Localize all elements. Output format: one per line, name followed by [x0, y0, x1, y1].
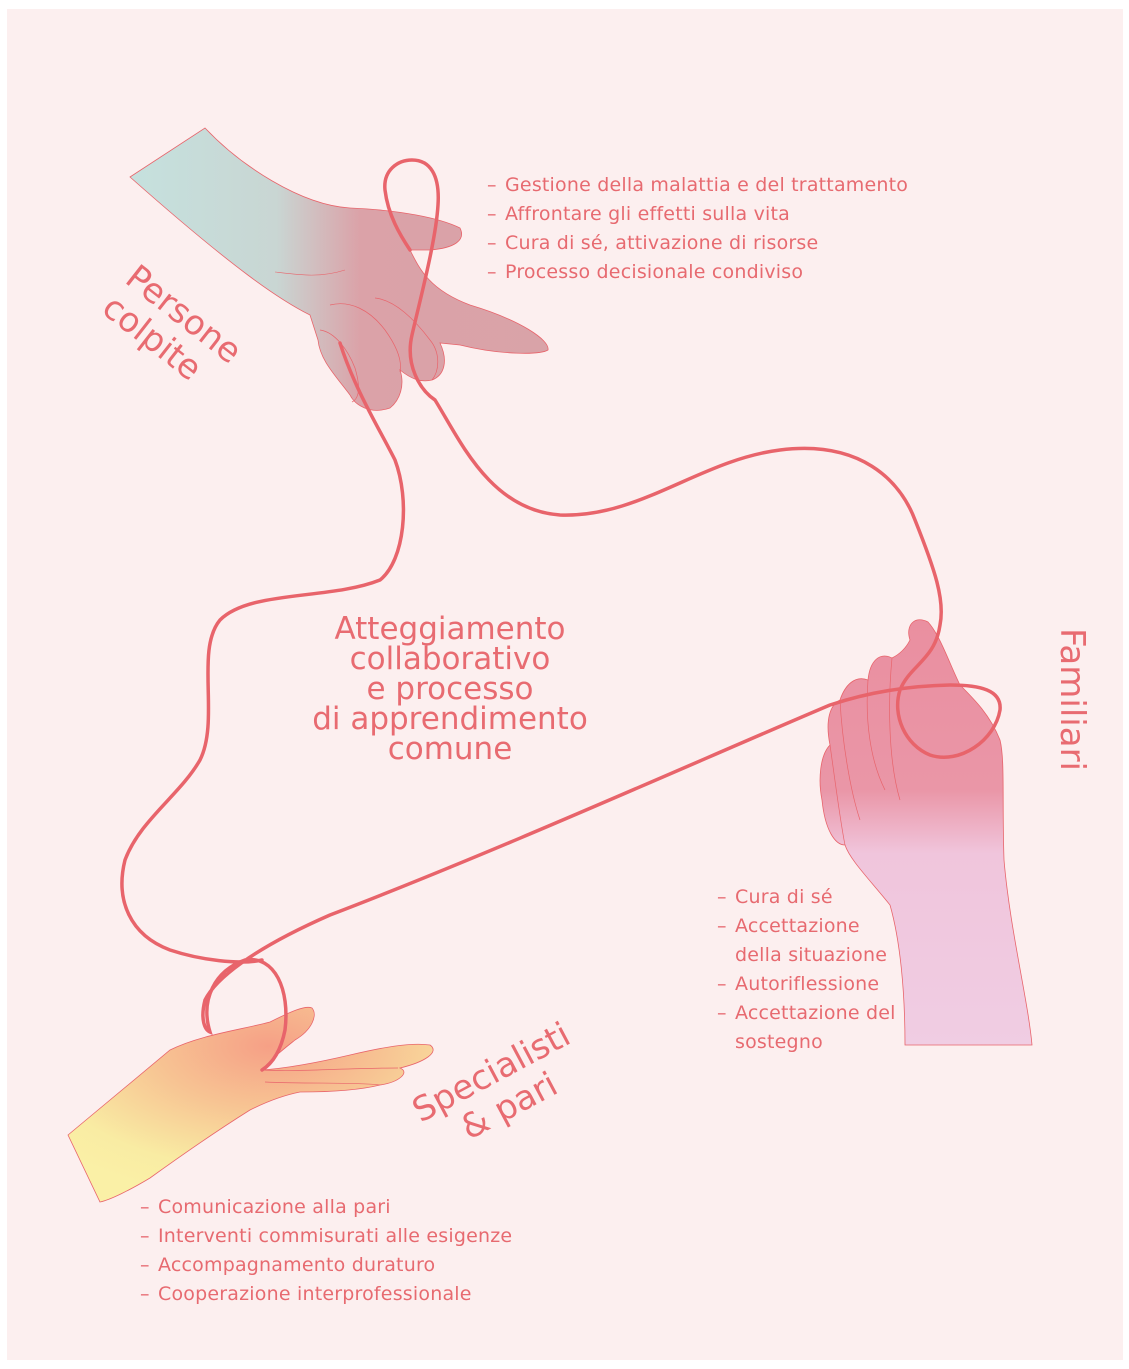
- familiari-item: Autoriflessione: [717, 970, 896, 999]
- persone-item: Affrontare gli effetti sulla vita: [487, 200, 908, 229]
- persone-item: Cura di sé, attivazione di risorse: [487, 229, 908, 258]
- specialisti-list: Comunicazione alla pari Interventi commi…: [140, 1193, 512, 1309]
- specialisti-item: Interventi commisurati alle esigenze: [140, 1222, 512, 1251]
- hand-specialisti: [68, 1007, 433, 1202]
- specialisti-item: Comunicazione alla pari: [140, 1193, 512, 1222]
- familiari-item: Accettazione del sostegno: [717, 999, 896, 1057]
- persone-item: Processo decisionale condiviso: [487, 258, 908, 287]
- persone-list: Gestione della malattia e del trattament…: [487, 171, 908, 287]
- center-title: Atteggiamento collaborativo e processo d…: [280, 614, 620, 764]
- specialisti-item: Accompagnamento duraturo: [140, 1251, 512, 1280]
- familiari-item: Accettazione della situazione: [717, 912, 896, 970]
- persone-item: Gestione della malattia e del trattament…: [487, 171, 908, 200]
- specialisti-item: Cooperazione interprofessionale: [140, 1280, 512, 1309]
- label-familiari: Familiari: [1053, 628, 1091, 771]
- familiari-item: Cura di sé: [717, 883, 896, 912]
- familiari-list: Cura di sé Accettazione della situazione…: [717, 883, 896, 1057]
